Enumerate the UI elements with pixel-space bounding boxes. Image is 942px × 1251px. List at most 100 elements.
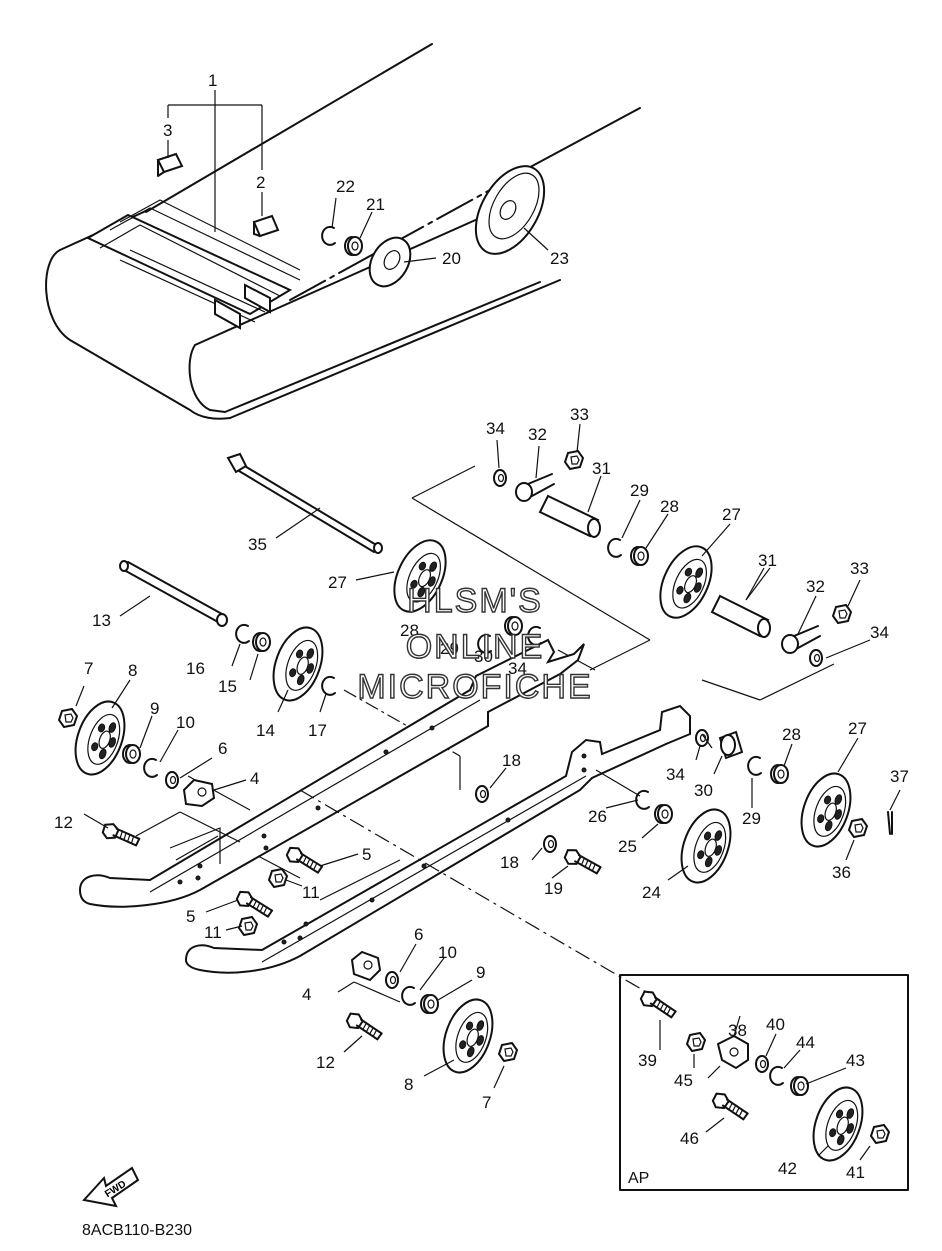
slide-rail-left — [78, 638, 585, 908]
idler-wheel-20 — [368, 236, 412, 288]
circlip-10a — [143, 757, 158, 778]
washer-6b — [385, 971, 399, 989]
circlip-17 — [321, 675, 336, 696]
rail-holes — [177, 725, 587, 945]
washer-6a — [165, 771, 179, 789]
washer-18b — [543, 835, 557, 853]
leaders-1 — [167, 90, 263, 232]
bolt-19 — [561, 846, 605, 875]
callout-34a: 34 — [486, 419, 505, 438]
callout-40: 40 — [766, 1015, 785, 1034]
callout-14: 14 — [256, 721, 275, 740]
bushing-15 — [252, 632, 271, 652]
track-belt — [45, 43, 641, 420]
callout-29a: 29 — [630, 481, 649, 500]
nut-33b — [832, 604, 852, 624]
diagram-code: 8ACB110-B230 — [82, 1222, 192, 1239]
callout-27a: 27 — [722, 505, 741, 524]
bracket-38 — [716, 1034, 749, 1070]
bolt-32a — [515, 473, 555, 502]
callout-39: 39 — [638, 1051, 657, 1070]
nut-36 — [848, 818, 868, 838]
callout-10b: 10 — [438, 943, 457, 962]
bushing-21 — [344, 236, 363, 256]
callout-23: 23 — [550, 249, 569, 268]
wheel-14 — [263, 619, 333, 709]
callout-8a: 8 — [128, 661, 137, 680]
callout-30b: 30 — [694, 781, 713, 800]
wheel-27c — [791, 765, 861, 855]
callout-34d: 34 — [666, 765, 685, 784]
bolt-32b — [781, 625, 821, 654]
idler-wheel-23 — [474, 165, 546, 255]
callout-25: 25 — [618, 837, 637, 856]
callout-27c: 27 — [848, 719, 867, 738]
shaft-35 — [226, 452, 383, 554]
bolt-46 — [709, 1090, 753, 1122]
bolt-12b — [343, 1010, 387, 1042]
watermark-line-3: MICROFICHE — [357, 668, 593, 706]
washer-34b — [809, 649, 823, 667]
callout-9b: 9 — [476, 963, 485, 982]
shaft-13 — [119, 560, 228, 627]
circlip-10b — [401, 985, 416, 1006]
bushing-9a — [122, 744, 141, 764]
inset-label: AP — [628, 1170, 650, 1187]
callout-31a: 31 — [592, 459, 611, 478]
bolt-12a — [100, 821, 142, 847]
callout-11a: 11 — [302, 883, 320, 902]
circlip-22 — [321, 225, 336, 246]
wheel-8b — [433, 991, 503, 1081]
callout-21: 21 — [366, 195, 385, 214]
callout-11b: 11 — [204, 923, 222, 942]
wheel-8a — [65, 693, 135, 783]
washer-34d — [695, 729, 709, 747]
nut-33a — [564, 450, 584, 470]
callout-7a: 7 — [84, 659, 93, 678]
circlip-44 — [769, 1065, 784, 1086]
nut-11a — [268, 868, 288, 888]
callout-44: 44 — [796, 1033, 815, 1052]
callout-32b: 32 — [806, 577, 825, 596]
callout-13: 13 — [92, 611, 111, 630]
callout-29b: 29 — [440, 639, 459, 658]
callout-16: 16 — [186, 659, 205, 678]
circlip-29c — [747, 755, 762, 776]
callout-31b: 31 — [758, 551, 777, 570]
callout-2: 2 — [256, 173, 265, 192]
nut-41 — [870, 1124, 890, 1144]
bushing-25 — [654, 804, 673, 824]
watermark-line-2: ONLINE — [405, 628, 545, 666]
callout-30a: 30 — [474, 647, 493, 666]
callout-45: 45 — [674, 1071, 693, 1090]
callout-1: 1 — [208, 71, 217, 90]
callout-33b: 33 — [850, 559, 869, 578]
bolt-5a — [283, 844, 327, 875]
slide-rail-right — [184, 704, 691, 974]
callout-32a: 32 — [528, 425, 547, 444]
callout-41: 41 — [846, 1163, 865, 1182]
washer-18a — [475, 785, 489, 803]
circlip-26 — [635, 789, 650, 810]
collar-31b — [710, 594, 771, 638]
collar-31a — [538, 494, 601, 538]
callout-5b: 5 — [186, 907, 195, 926]
callout-5a: 5 — [362, 845, 371, 864]
bracket-4a — [182, 778, 216, 808]
slider-clip-3 — [156, 152, 184, 177]
callout-33a: 33 — [570, 405, 589, 424]
callout-6b: 6 — [414, 925, 423, 944]
callout-labels: 1 3 2 22 21 20 23 34 32 33 31 29 28 27 3… — [54, 71, 909, 1182]
bushing-43 — [790, 1076, 809, 1096]
bolt-5b — [233, 888, 277, 919]
bracket-4b — [350, 950, 382, 982]
callout-43: 43 — [846, 1051, 865, 1070]
callout-27b: 27 — [328, 573, 347, 592]
collar-30b — [718, 730, 744, 760]
callout-20: 20 — [442, 249, 461, 268]
callout-46: 46 — [680, 1129, 699, 1148]
nut-7a — [58, 708, 78, 728]
callout-29c: 29 — [742, 809, 761, 828]
callout-34c: 34 — [508, 659, 527, 678]
